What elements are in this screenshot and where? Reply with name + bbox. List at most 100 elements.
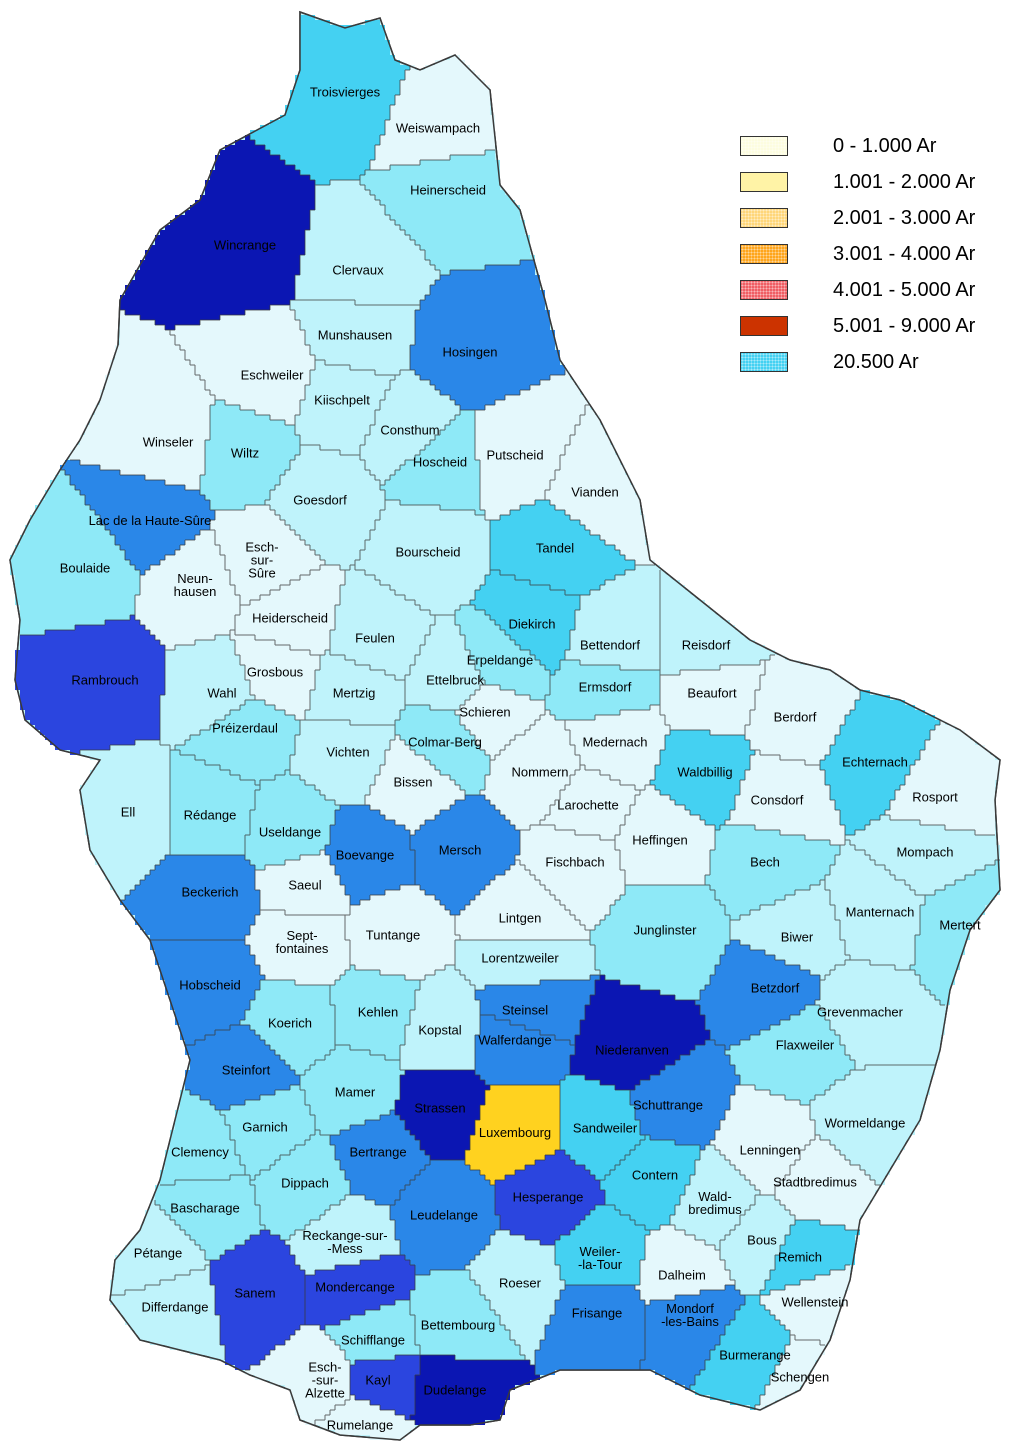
commune-steinsel [475,975,600,1045]
commune-wahl [160,635,255,750]
label-tandel: Tandel [536,541,574,556]
legend-item: 20.500 Ar [740,344,1025,380]
label-clemency: Clemency [171,1145,229,1160]
label-flaxweiler: Flaxweiler [776,1038,835,1053]
label-mompach: Mompach [896,845,953,860]
commune-feulen [330,565,435,680]
commune-flaxweiler [725,1005,855,1105]
label-grevenmacher: Grevenmacher [817,1005,904,1020]
commune-mertert [910,860,1000,1005]
legend-label: 0 - 1.000 Ar [833,134,937,157]
legend-swatch [740,352,788,372]
label-redange: Rédange [184,808,237,823]
commune-hobscheid [150,940,265,1045]
commune-kopstal [400,965,480,1070]
label-vianden: Vianden [571,485,618,500]
label-colmar-berg: Colmar-Berg [408,735,482,750]
label-garnich: Garnich [242,1120,288,1135]
label-wincrange: Wincrange [214,238,276,253]
label-wellenstein: Wellenstein [782,1295,849,1310]
legend-label: 3.001 - 4.000 Ar [833,242,976,265]
commune-ermsdorf [545,660,660,720]
legend-item: 3.001 - 4.000 Ar [740,236,1025,272]
label-nommern: Nommern [511,765,568,780]
label-kehlen: Kehlen [358,1005,398,1020]
commune-lac-haute-sure [60,460,215,575]
commune-bascharage [155,1175,265,1260]
label-esch-sur-sure: Esch-sur-Sûre [245,540,278,581]
commune-eschweiler [170,305,315,425]
commune-schengen [755,1335,825,1410]
commune-schieren [455,685,545,760]
legend-item: 2.001 - 3.000 Ar [740,200,1025,236]
label-dudelange: Dudelange [424,1383,487,1398]
label-rumelange: Rumelange [327,1418,394,1433]
label-boulaide: Boulaide [60,561,111,576]
commune-steinfort [185,1025,300,1110]
commune-rumelange [315,1395,415,1440]
label-burmerange: Burmerange [719,1348,791,1363]
commune-bertrange [330,1110,430,1205]
commune-junglinster [590,885,730,1000]
label-septfontaines: Sept-fontaines [276,928,329,956]
commune-berdorf [745,655,860,765]
label-heinerscheid: Heinerscheid [410,183,486,198]
commune-reckange [285,1195,400,1275]
legend-swatch [740,208,788,228]
label-lintgen: Lintgen [499,911,542,926]
commune-roeser [465,1230,565,1365]
label-hesperange: Hesperange [513,1190,584,1205]
label-ermsdorf: Ermsdorf [579,680,632,695]
legend: 0 - 1.000 Ar 1.001 - 2.000 Ar 2.001 - 3.00… [740,128,1025,380]
legend-swatch [740,136,788,156]
commune-burmerange [690,1295,790,1410]
label-feulen: Feulen [355,631,395,646]
label-leudelange: Leudelange [410,1208,478,1223]
label-ettelbruck: Ettelbruck [426,673,484,688]
label-weiler-la-tour: Weiler--la-Tour [578,1244,623,1272]
label-putscheid: Putscheid [486,448,543,463]
commune-sandweiler [560,1075,645,1180]
commune-bourscheid [355,500,490,615]
commune-echternach [820,690,940,835]
label-manternach: Manternach [846,905,915,920]
label-medernach: Medernach [582,735,647,750]
country-border [9,10,1001,1441]
label-stadtbredimus: Stadtbredimus [773,1175,857,1190]
commune-clemency [160,1090,245,1185]
commune-manternach [825,840,925,970]
commune-hoscheid [380,410,485,515]
label-berdorf: Berdorf [774,710,817,725]
commune-bech [705,825,840,920]
commune-lorentzweiler [455,940,600,990]
commune-fischbach [515,825,625,930]
label-kiischpelt: Kiischpelt [314,393,370,408]
legend-swatch [740,244,788,264]
label-beckerich: Beckerich [181,885,238,900]
commune-petange [110,1200,210,1295]
commune-beaufort [660,660,765,735]
label-echternach: Echternach [842,755,908,770]
commune-frisange [535,1285,645,1375]
commune-preizerdaul [175,700,300,785]
label-weiswampach: Weiswampach [396,121,480,136]
commune-winseler [70,310,215,490]
label-remich: Remich [778,1250,822,1265]
commune-koerich [240,980,335,1075]
label-schifflange: Schifflange [341,1333,405,1348]
label-waldbredimus: Wald-bredimus [688,1189,742,1217]
label-bissen: Bissen [393,775,432,790]
label-sanem: Sanem [234,1286,275,1301]
commune-saeul [255,850,350,915]
legend-label: 1.001 - 2.000 Ar [833,170,976,193]
commune-septfontaines [245,910,350,985]
commune-wiltz [200,400,300,510]
commune-betzdorf [695,940,820,1050]
commune-goesdorf [265,445,385,570]
label-hobscheid: Hobscheid [179,978,240,993]
commune-mompach [845,815,1000,895]
label-consdorf: Consdorf [751,793,804,808]
commune-labels: TroisviergesWeiswampachHeinerscheidWincr… [60,85,981,1433]
commune-cells [9,10,1001,1441]
legend-label: 2.001 - 3.000 Ar [833,206,976,229]
